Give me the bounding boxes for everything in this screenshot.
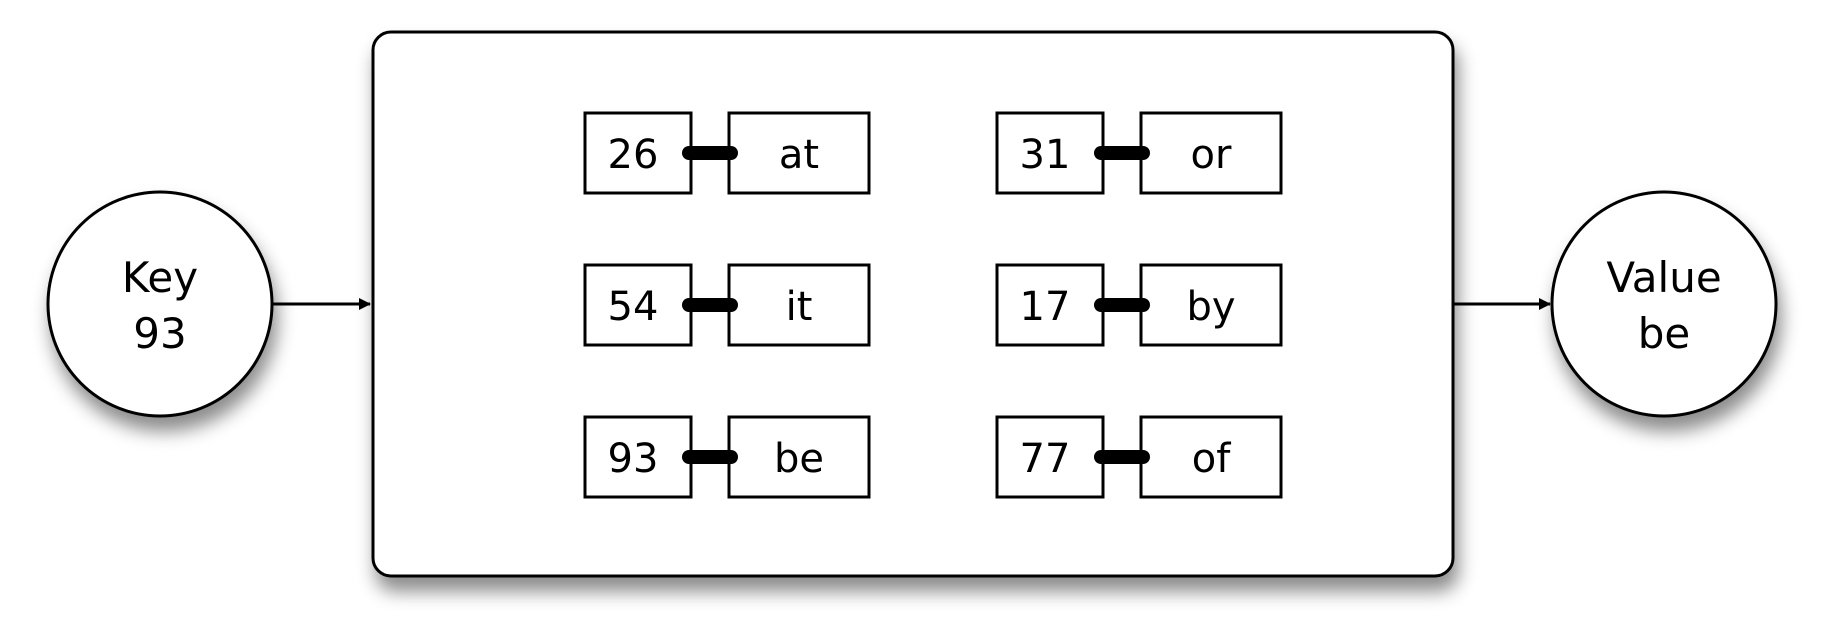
pairs-group: 26 at 31 or 54 it 17 by 93 be 77 of (583, 111, 1283, 499)
pair-value-text: by (1186, 284, 1235, 330)
pair-key-text: 17 (1020, 284, 1071, 330)
pair-value-cell (1139, 263, 1283, 347)
pair-key-cell (995, 263, 1105, 347)
key-node-label: Key (122, 253, 198, 302)
pair-key-text: 31 (1020, 132, 1071, 178)
pair-value-text: be (774, 436, 824, 482)
pair-row: 93 be (583, 415, 871, 499)
pair-key-text: 54 (608, 284, 659, 330)
pair-key-text: 77 (1020, 436, 1071, 482)
key-node: Key 93 (46, 190, 274, 418)
pair-row: 26 at (583, 111, 871, 195)
key-node-value: 93 (133, 309, 186, 358)
value-node-value: be (1638, 309, 1691, 358)
pair-key-text: 93 (608, 436, 659, 482)
pair-value-text: at (779, 132, 819, 178)
pair-value-cell (727, 263, 871, 347)
pair-key-cell (583, 263, 693, 347)
pair-value-text: of (1192, 436, 1231, 482)
pair-key-cell (583, 415, 693, 499)
pair-value-cell (1139, 111, 1283, 195)
pair-key-cell (995, 415, 1105, 499)
dictionary-box (371, 30, 1455, 578)
pair-value-text: or (1191, 132, 1232, 178)
pair-value-text: it (786, 284, 813, 330)
value-node: Value be (1550, 190, 1778, 418)
pair-row: 31 or (995, 111, 1283, 195)
value-node-label: Value (1606, 253, 1721, 302)
pair-row: 17 by (995, 263, 1283, 347)
pair-row: 54 it (583, 263, 871, 347)
pair-key-text: 26 (608, 132, 659, 178)
pair-value-cell (1139, 415, 1283, 499)
pair-row: 77 of (995, 415, 1283, 499)
